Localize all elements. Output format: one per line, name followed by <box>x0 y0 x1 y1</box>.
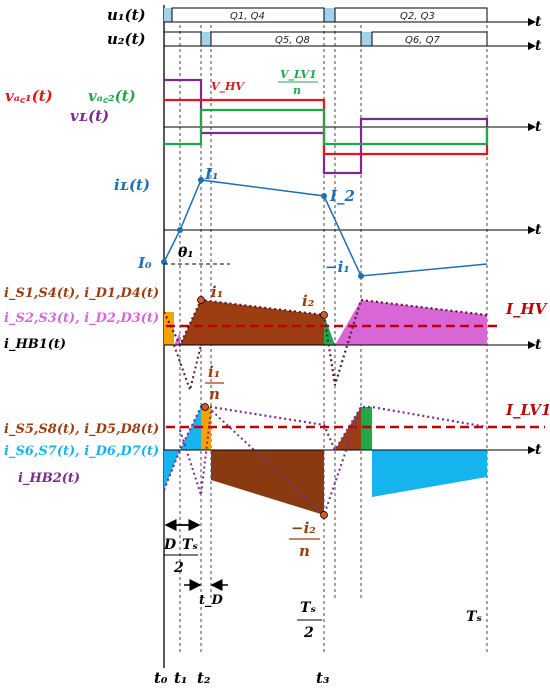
I1-label: I₁ <box>204 165 219 183</box>
d67-area <box>361 407 372 450</box>
u1-signal: Q1, Q4 Q2, Q3 u₁(t) <box>107 6 536 26</box>
vL-waveform <box>164 78 489 175</box>
vlv1-label: V_LV1 <box>280 68 317 82</box>
t1-label: t₁ <box>174 669 188 687</box>
ilv1-label: I_LV1 <box>505 401 550 419</box>
vhv-label: V_HV <box>211 80 245 94</box>
hb2-sum-label: i_HB2(t) <box>18 471 80 486</box>
vac2-waveform <box>164 108 489 146</box>
time-labels: t₀ t₁ t₂ t₃ t t t t t t <box>154 14 542 687</box>
ihb2-cross <box>179 406 362 517</box>
ts-half-two: 2 <box>303 625 314 641</box>
timing-annotations: D Tₛ 2 t_D Tₛ 2 Tₛ <box>163 519 482 641</box>
frac-i1-n: n <box>209 385 220 403</box>
dts-Ts: Tₛ <box>182 537 198 553</box>
q58-label: Q5, Q8 <box>275 35 310 46</box>
dts-D: D <box>163 537 177 553</box>
vac2-label: vₐ꜀₂(t) <box>88 87 136 105</box>
dts-two: 2 <box>173 560 184 576</box>
t-axis-iL: t <box>535 222 542 238</box>
q67-label: Q6, Q7 <box>405 35 440 46</box>
s14-area <box>180 300 324 345</box>
d58-area <box>201 407 211 450</box>
vac1-label: vₐ꜀₁(t) <box>5 87 53 105</box>
I2-label: I_2 <box>329 187 355 205</box>
hb2-s67-label: i_S6,S7(t), i_D6,D7(t) <box>4 444 159 459</box>
inductor-current: iʟ(t) I₁ I_2 I₀ θ₁ −i₁ <box>114 165 536 279</box>
s67-area-tail <box>211 480 324 515</box>
t3-label: t₃ <box>316 669 330 687</box>
i1-point <box>198 177 204 183</box>
hb1-peak-i1 <box>197 296 205 304</box>
s23-area <box>335 300 487 345</box>
td-label: t_D <box>199 593 224 608</box>
neg-i1-label: −i₁ <box>325 258 350 276</box>
voltage-waveforms: V_HV V_LV1 n vₐ꜀₁(t) vₐ꜀₂(t) vʟ(t) <box>5 68 536 175</box>
zero-crossing-point <box>177 227 183 233</box>
neg-i1-point <box>358 273 364 279</box>
deadtime-u1-b <box>324 8 335 22</box>
hb1-peak-i2 <box>320 311 328 319</box>
frac-neg-i2-n: n <box>299 542 310 560</box>
s23-small-area <box>174 332 180 345</box>
hb2-valley-i2 <box>320 511 328 519</box>
u2-signal: Q5, Q8 Q6, Q7 u₂(t) <box>107 30 536 50</box>
iL-waveform <box>163 179 488 277</box>
t-axis-u1: t <box>535 14 542 30</box>
hb2-s58-label: i_S5,S8(t), i_D5,D8(t) <box>4 422 159 437</box>
s67-area <box>211 450 324 480</box>
t0-label: t₀ <box>154 669 168 687</box>
q14-label: Q1, Q4 <box>230 11 265 22</box>
iL-label: iʟ(t) <box>114 176 150 194</box>
theta1-label: θ₁ <box>178 245 193 261</box>
deadtime-u2-b <box>361 32 372 46</box>
hb1-currents: i₁ i₂ I_HV i_S1,S4(t), i_D1,D4(t) i_S2,S… <box>4 283 548 394</box>
hb2-currents: i₁ n −i₂ n I_LV1 i_S5,S8(t), i_D5,D8(t) … <box>4 363 550 560</box>
hb1-s23-label: i_S2,S3(t), i_D2,D3(t) <box>4 311 159 326</box>
t2-label: t₂ <box>197 669 211 687</box>
i2-point <box>321 193 327 199</box>
hb2-peak-i1 <box>201 403 209 411</box>
ts-full-label: Tₛ <box>466 609 482 625</box>
d23-area <box>324 315 335 345</box>
deadtime-u2-a <box>201 32 211 46</box>
t-axis-hb1: t <box>535 337 542 353</box>
hb1-i1-label: i₁ <box>211 283 223 301</box>
t-axis-hb2: t <box>535 442 542 458</box>
t-axis-u2: t <box>535 38 542 54</box>
vlv1-n: n <box>293 84 301 97</box>
s67-second-area <box>372 450 487 497</box>
ihb2-waveform <box>162 405 488 491</box>
frac-neg-i2-label: −i₂ <box>291 519 316 537</box>
ts-half-label: Tₛ <box>300 600 316 616</box>
hb1-s14-label: i_S1,S4(t), i_D1,D4(t) <box>4 286 159 301</box>
vL-label: vʟ(t) <box>70 107 109 125</box>
hb1-sum-label: i_HB1(t) <box>4 337 66 352</box>
t-axis-v: t <box>535 119 542 135</box>
deadtime-u1-a <box>164 8 172 22</box>
q23-label: Q2, Q3 <box>400 11 435 22</box>
ihb1-dip <box>173 344 202 394</box>
ihv-label: I_HV <box>505 300 548 318</box>
hb1-i2-label: i₂ <box>302 292 315 310</box>
u2-label: u₂(t) <box>107 30 146 48</box>
I0-label: I₀ <box>137 254 152 272</box>
d14-area <box>164 312 174 345</box>
frac-i1-label: i₁ <box>208 363 220 381</box>
u1-label: u₁(t) <box>107 6 146 24</box>
